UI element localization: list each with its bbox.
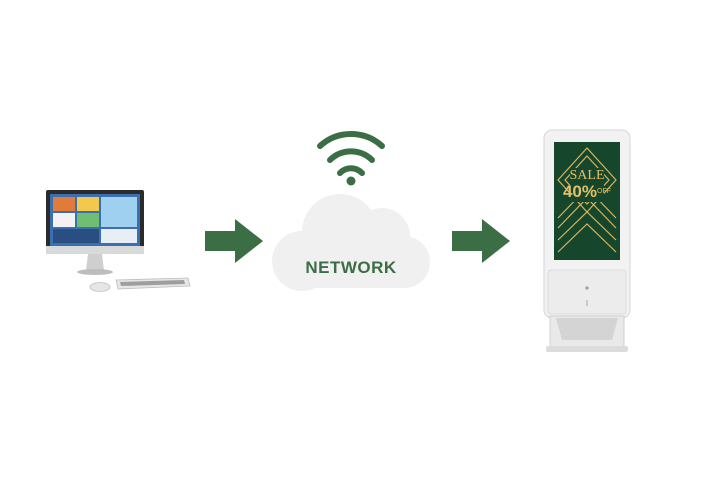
discount-text: 40%OFF — [548, 183, 626, 201]
network-node: NETWORK — [270, 128, 432, 300]
sale-text: SALE — [569, 168, 605, 183]
kiosk-screen-text: SALE 40%OFF — [548, 168, 626, 201]
signage-kiosk: SALE 40%OFF — [532, 128, 642, 356]
arrow-right-icon — [450, 217, 512, 265]
discount-percent-sign: % — [581, 182, 598, 201]
network-label: NETWORK — [305, 258, 397, 277]
desktop-computer-icon — [38, 186, 198, 298]
cloud-icon — [272, 194, 430, 291]
discount-off-label: OFF — [597, 188, 612, 195]
discount-number: 40 — [562, 182, 582, 201]
wifi-icon — [317, 131, 385, 176]
arrow-right-icon — [203, 217, 265, 265]
